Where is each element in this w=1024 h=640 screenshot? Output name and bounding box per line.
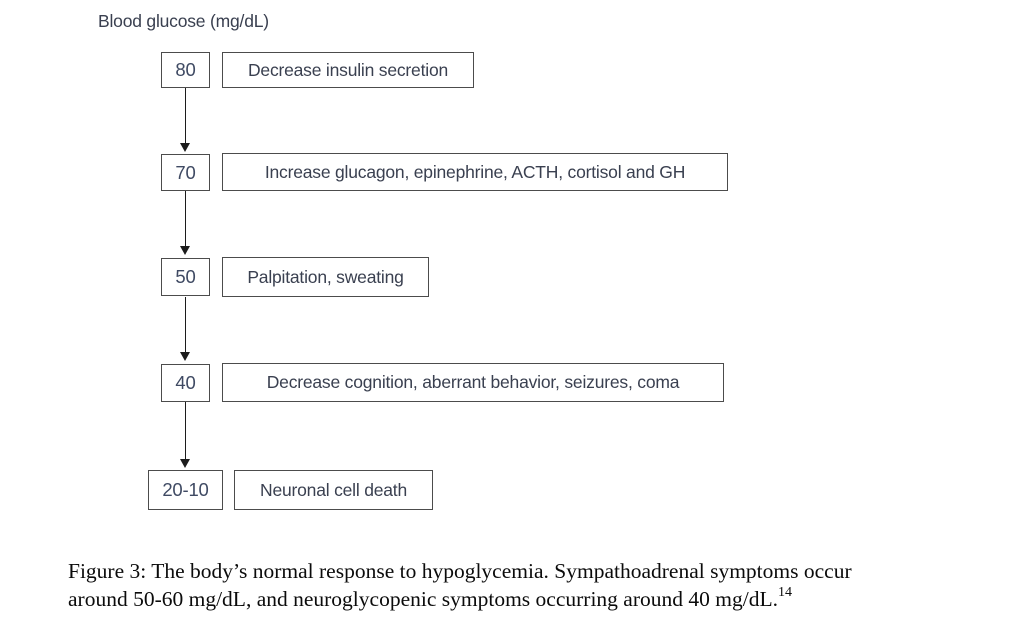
diagram-title: Blood glucose (mg/dL) [98, 11, 269, 31]
citation-superscript: 14 [777, 585, 792, 601]
response-box-neuroglycopenic: Decrease cognition, aberrant behavior, s… [222, 363, 724, 402]
arrow-down-icon [179, 88, 192, 152]
glucose-level-box-20-10: 20-10 [148, 470, 223, 510]
arrow-line [184, 297, 187, 355]
arrow-line [184, 402, 187, 462]
arrow-head [180, 459, 191, 468]
glucose-level-box-70: 70 [161, 154, 210, 191]
figure-caption-line2: around 50-60 mg/dL, and neuroglycopenic … [68, 586, 1008, 614]
response-box-sympathoadrenal: Palpitation, sweating [222, 257, 429, 297]
arrow-head [180, 246, 191, 255]
glucose-level-box-40: 40 [161, 364, 210, 402]
response-box-insulin: Decrease insulin secretion [222, 52, 474, 88]
arrow-down-icon [179, 297, 192, 361]
response-box-counterregulatory: Increase glucagon, epinephrine, ACTH, co… [222, 153, 728, 191]
arrow-line [184, 191, 187, 249]
arrow-line [184, 88, 187, 146]
response-box-neuronal-death: Neuronal cell death [234, 470, 433, 510]
figure-caption-line2-text: around 50-60 mg/dL, and neuroglycopenic … [68, 586, 778, 611]
arrow-down-icon [179, 402, 192, 468]
figure-caption-line1: Figure 3: The body’s normal response to … [68, 559, 852, 583]
arrow-down-icon [179, 191, 192, 255]
glucose-level-box-80: 80 [161, 52, 210, 88]
figure-caption: Figure 3: The body’s normal response to … [68, 558, 1008, 613]
glucose-level-box-50: 50 [161, 258, 210, 296]
arrow-head [180, 143, 191, 152]
arrow-head [180, 352, 191, 361]
